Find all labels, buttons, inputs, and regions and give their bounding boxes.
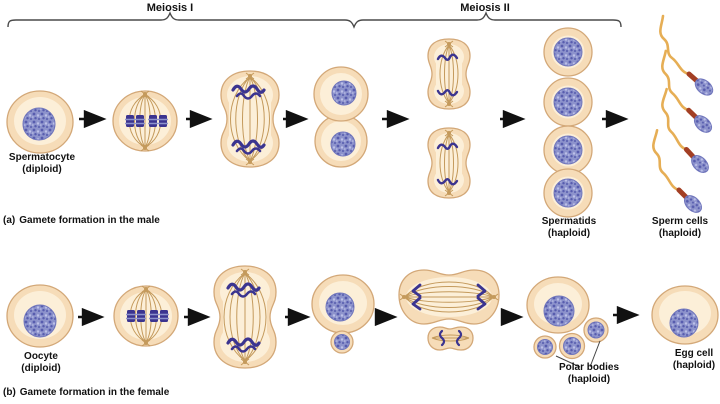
metaphase-chromosomes — [125, 115, 168, 127]
spermatids-group — [543, 27, 593, 218]
oocyte-cell — [6, 284, 74, 348]
female-anaphase1-cell — [213, 265, 277, 369]
female-flow-arrows — [78, 305, 640, 327]
caption-male: (a)Gamete formation in the male — [3, 215, 160, 227]
polar-bodies-name: Polar bodies — [558, 362, 619, 373]
male-metaphase1-cell — [112, 90, 178, 152]
caption-male-text: Gamete formation in the male — [19, 215, 160, 226]
sperm-cells-label: Sperm cells (haploid) — [640, 216, 720, 240]
polar-bodies-label: Polar bodies (haploid) — [529, 362, 649, 386]
caption-female-text: Gamete formation in the female — [19, 387, 170, 398]
polar-bodies-ploidy: (haploid) — [567, 374, 611, 385]
caption-female: (b)Gamete formation in the female — [3, 387, 169, 399]
egg-cell-name: Egg cell — [674, 348, 714, 359]
male-anaphase1-cell — [220, 70, 280, 168]
meiosis-ii-title: Meiosis II — [460, 2, 510, 14]
oocyte-label: Oocyte (diploid) — [0, 351, 82, 375]
egg-cell — [651, 285, 719, 345]
polar-bodies-pointer-lines — [555, 340, 601, 368]
female-metaphase1-cell — [113, 285, 179, 347]
oocyte-ploidy: (diploid) — [21, 363, 61, 374]
meiosis-phase-brackets — [7, 11, 622, 29]
oocyte-name: Oocyte — [24, 351, 58, 362]
polar-bodies-group — [533, 317, 609, 360]
egg-cell-ploidy: (haploid) — [672, 360, 716, 371]
spermatids-label: Spermatids (haploid) — [519, 216, 619, 240]
sperm-cells-name: Sperm cells — [651, 216, 709, 227]
spermatocyte-ploidy: (diploid) — [22, 164, 62, 175]
caption-male-marker: (a) — [3, 215, 16, 226]
spermatocyte-label: Spermatocyte (diploid) — [0, 152, 84, 176]
sperm-cells-ploidy: (haploid) — [658, 228, 702, 239]
spermatocyte-name: Spermatocyte — [8, 152, 76, 163]
spermatids-ploidy: (haploid) — [547, 228, 591, 239]
caption-female-marker: (b) — [3, 387, 16, 398]
spermatocyte-cell — [6, 90, 74, 154]
female-cell-with-first-polar-body — [311, 274, 375, 354]
male-meiosis2-dividing-cells — [428, 39, 470, 198]
egg-cell-label: Egg cell (haploid) — [650, 348, 720, 372]
metaphase-chromosomes — [126, 310, 169, 322]
female-cell-with-polar-bodies — [526, 276, 609, 368]
spermatids-name: Spermatids — [541, 216, 597, 227]
sperm-cells-group — [649, 16, 720, 216]
female-meiosis2-dividing-cell — [398, 269, 500, 351]
male-two-cell-stage — [313, 66, 369, 168]
meiosis-i-title: Meiosis I — [146, 2, 194, 14]
